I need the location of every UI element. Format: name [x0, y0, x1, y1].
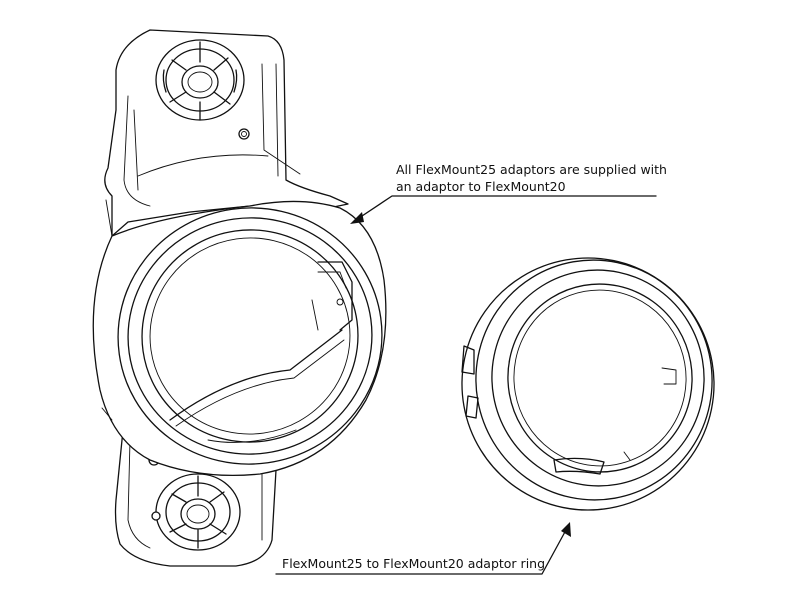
top-mount-boss: [155, 39, 245, 121]
flexmount25-adaptor: [92, 29, 387, 567]
callout-adaptor-ring: FlexMount25 to FlexMount20 adaptor ring: [282, 556, 546, 571]
callout-adaptors-line1: All FlexMount25 adaptors are supplied wi…: [396, 162, 667, 177]
leader-adaptor-ring: [275, 522, 571, 575]
leader-adaptors: [350, 195, 657, 224]
adaptor-ring: [461, 257, 715, 511]
callout-adaptors-supplied: All FlexMount25 adaptors are supplied wi…: [396, 161, 667, 195]
callout-adaptors-line2: an adaptor to FlexMount20: [396, 179, 566, 194]
